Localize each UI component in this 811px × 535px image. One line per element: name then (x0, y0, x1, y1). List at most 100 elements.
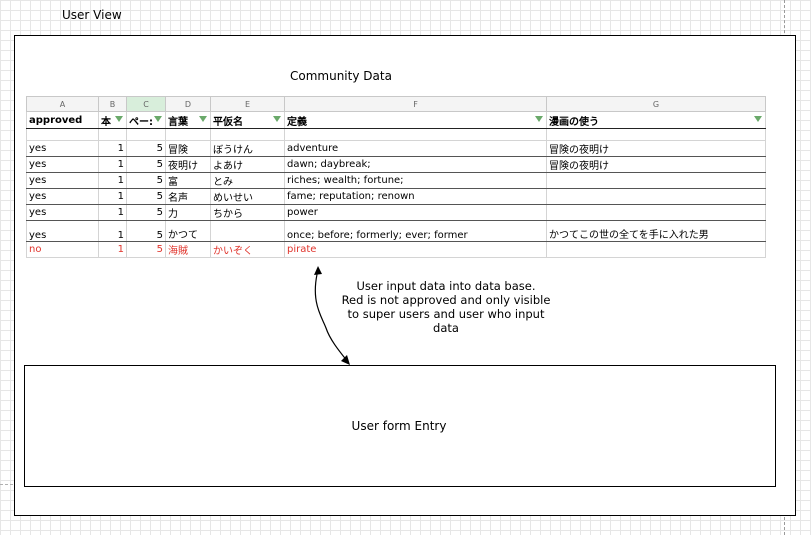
filter-icon[interactable] (273, 116, 281, 122)
hiragana-cell[interactable]: かいぞく (210, 241, 285, 258)
page-title: User View (62, 8, 122, 22)
filter-icon[interactable] (754, 116, 762, 122)
column-letter[interactable]: E (210, 96, 285, 112)
header-cell[interactable]: 本 (98, 111, 127, 129)
manga-usage-cell[interactable]: 冒険の夜明け (546, 140, 766, 157)
table-row: yes 1 5 かつて once; before; formerly; ever… (26, 220, 766, 242)
column-letter[interactable]: C (126, 96, 166, 112)
definition-cell[interactable]: power (284, 204, 547, 221)
word-cell[interactable]: 力 (165, 204, 211, 221)
column-letter[interactable]: F (284, 96, 547, 112)
page-cell[interactable]: 5 (126, 188, 166, 205)
header-label: 本 (101, 116, 111, 128)
page-cell[interactable]: 5 (126, 156, 166, 173)
header-label: approved (29, 114, 83, 126)
page-cell[interactable]: 5 (126, 220, 166, 242)
header-cell[interactable]: 定義 (284, 111, 547, 129)
definition-cell[interactable]: pirate (284, 241, 547, 258)
arrowhead-up-icon (314, 266, 322, 275)
column-letter[interactable]: G (546, 96, 766, 112)
table-row: yes 1 5 力 ちから power (26, 204, 766, 221)
word-cell[interactable]: 夜明け (165, 156, 211, 173)
book-cell[interactable]: 1 (98, 140, 127, 157)
manga-usage-cell[interactable] (546, 172, 766, 189)
definition-cell[interactable]: fame; reputation; renown (284, 188, 547, 205)
header-label: 平仮名 (213, 116, 243, 128)
book-cell[interactable]: 1 (98, 188, 127, 205)
book-cell[interactable]: 1 (98, 220, 127, 242)
manga-usage-cell[interactable] (546, 188, 766, 205)
user-form-entry-label: User form Entry (351, 419, 447, 433)
book-cell[interactable]: 1 (98, 156, 127, 173)
filter-icon[interactable] (115, 116, 123, 122)
approved-cell[interactable]: no (26, 241, 99, 258)
manga-usage-cell[interactable]: 冒険の夜明け (546, 156, 766, 173)
approved-cell[interactable]: yes (26, 204, 99, 221)
annotation-line: to super users and user who input (347, 307, 545, 321)
approved-cell[interactable]: yes (26, 156, 99, 173)
definition-cell[interactable]: dawn; daybreak; (284, 156, 547, 173)
approved-cell[interactable]: yes (26, 220, 99, 242)
header-label: 言葉 (168, 116, 188, 128)
word-cell[interactable]: かつて (165, 220, 211, 242)
bidirectional-arrow (314, 266, 350, 365)
header-cell[interactable]: 平仮名 (210, 111, 285, 129)
header-row: approved 本 ペー: 言葉 平仮名 定義 漫画の使う (26, 111, 766, 129)
community-data-title: Community Data (290, 69, 392, 83)
arrowhead-down-icon (341, 355, 350, 365)
approved-cell[interactable]: yes (26, 188, 99, 205)
annotation-line: data (433, 321, 459, 335)
filter-icon[interactable] (154, 116, 162, 122)
definition-cell[interactable]: once; before; formerly; ever; former (284, 220, 547, 242)
word-cell[interactable]: 海賊 (165, 241, 211, 258)
filter-icon[interactable] (199, 116, 207, 122)
table-row: yes 1 5 夜明け よあけ dawn; daybreak; 冒険の夜明け (26, 156, 766, 173)
hiragana-cell[interactable]: とみ (210, 172, 285, 189)
filter-icon[interactable] (535, 116, 543, 122)
manga-usage-cell[interactable] (546, 204, 766, 221)
header-cell[interactable]: ペー: (126, 111, 166, 129)
column-letter-row: A B C D E F G (26, 96, 766, 112)
hiragana-cell[interactable]: めいせい (210, 188, 285, 205)
header-cell[interactable]: 言葉 (165, 111, 211, 129)
annotation-line: User input data into data base. (356, 279, 536, 293)
approved-cell[interactable]: yes (26, 140, 99, 157)
spacer-row (26, 128, 766, 141)
hiragana-cell[interactable]: ぼうけん (210, 140, 285, 157)
word-cell[interactable]: 名声 (165, 188, 211, 205)
word-cell[interactable]: 冒険 (165, 140, 211, 157)
hiragana-cell[interactable] (210, 220, 285, 242)
user-form-entry-box[interactable] (24, 365, 776, 487)
approved-cell[interactable]: yes (26, 172, 99, 189)
hiragana-cell[interactable]: ちから (210, 204, 285, 221)
header-label: ペー: (129, 116, 153, 128)
word-cell[interactable]: 富 (165, 172, 211, 189)
page-cell[interactable]: 5 (126, 204, 166, 221)
header-label: 定義 (287, 116, 307, 128)
annotation-line: Red is not approved and only visible (341, 293, 551, 307)
definition-cell[interactable]: riches; wealth; fortune; (284, 172, 547, 189)
page-cell[interactable]: 5 (126, 140, 166, 157)
column-letter[interactable]: B (98, 96, 127, 112)
book-cell[interactable]: 1 (98, 172, 127, 189)
definition-cell[interactable]: adventure (284, 140, 547, 157)
page-cell[interactable]: 5 (126, 241, 166, 258)
page-cell[interactable]: 5 (126, 172, 166, 189)
book-cell[interactable]: 1 (98, 204, 127, 221)
header-label: 漫画の使う (549, 116, 599, 128)
book-cell[interactable]: 1 (98, 241, 127, 258)
table-row: yes 1 5 名声 めいせい fame; reputation; renown (26, 188, 766, 205)
community-data-sheet: A B C D E F G approved 本 ペー: 言葉 平仮名 定義 漫… (26, 96, 767, 266)
hiragana-cell[interactable]: よあけ (210, 156, 285, 173)
annotation-note: User input data into data base. Red is n… (340, 279, 552, 335)
table-row-unapproved: no 1 5 海賊 かいぞく pirate (26, 241, 766, 258)
header-cell[interactable]: approved (26, 111, 99, 129)
column-letter[interactable]: A (26, 96, 99, 112)
table-row: yes 1 5 富 とみ riches; wealth; fortune; (26, 172, 766, 189)
column-letter[interactable]: D (165, 96, 211, 112)
manga-usage-cell[interactable] (546, 241, 766, 258)
header-cell[interactable]: 漫画の使う (546, 111, 766, 129)
manga-usage-cell[interactable]: かつてこの世の全てを手に入れた男 (546, 220, 766, 242)
spreadsheet-table: A B C D E F G approved 本 ペー: 言葉 平仮名 定義 漫… (26, 96, 766, 258)
table-row: yes 1 5 冒険 ぼうけん adventure 冒険の夜明け (26, 140, 766, 157)
